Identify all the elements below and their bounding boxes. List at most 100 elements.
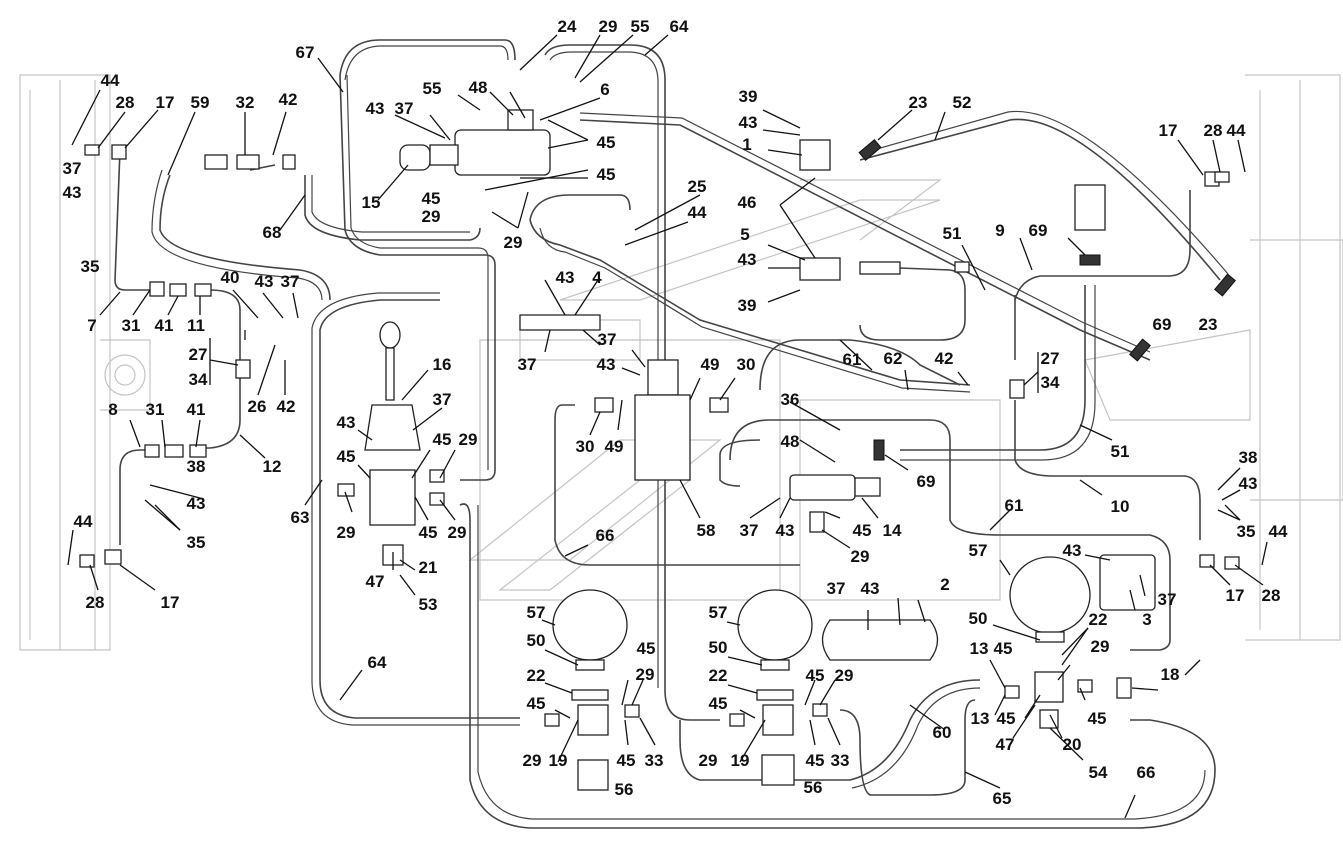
callout-43: 43	[861, 579, 880, 598]
callout-61: 61	[1005, 496, 1024, 515]
callout-48: 48	[781, 432, 800, 451]
cap-56-left	[577, 759, 609, 791]
fitting-31a	[149, 281, 165, 297]
fitting-12-end	[189, 444, 207, 458]
fitting-28b	[1214, 171, 1230, 183]
callout-59: 59	[191, 93, 210, 112]
fitting-29j	[1077, 679, 1093, 693]
fitting-69-low	[873, 439, 885, 461]
bracket-3	[1099, 554, 1156, 611]
callout-43: 43	[255, 272, 274, 291]
callout-37: 37	[1158, 590, 1177, 609]
callout-33: 33	[831, 751, 850, 770]
fitting-41b	[164, 444, 184, 458]
callout-45: 45	[709, 694, 728, 713]
fitting-17c	[104, 549, 122, 565]
callout-45: 45	[1088, 709, 1107, 728]
callout-56: 56	[615, 780, 634, 799]
callout-45: 45	[806, 666, 825, 685]
callout-22: 22	[527, 666, 546, 685]
accumulator-neck-left	[575, 659, 605, 671]
callout-29: 29	[459, 430, 478, 449]
fitting-32	[236, 154, 260, 170]
callout-40: 40	[221, 268, 240, 287]
callout-22: 22	[709, 666, 728, 685]
callout-64: 64	[670, 17, 689, 36]
callout-29: 29	[448, 523, 467, 542]
callout-33: 33	[645, 751, 664, 770]
fitting-28d	[1224, 556, 1240, 570]
callout-29: 29	[1091, 637, 1110, 656]
callout-44: 44	[1227, 121, 1246, 140]
callout-18: 18	[1161, 665, 1180, 684]
callout-49: 49	[701, 355, 720, 374]
callout-37: 37	[63, 159, 82, 178]
callout-45: 45	[597, 133, 616, 152]
hose-end-23-top	[858, 139, 882, 161]
lever-knob-16	[379, 321, 401, 349]
callout-29: 29	[851, 547, 870, 566]
callout-44: 44	[688, 203, 707, 222]
fitting-54	[1039, 709, 1059, 729]
tubes	[114, 39, 1229, 829]
callout-56: 56	[804, 778, 823, 797]
callout-43: 43	[776, 521, 795, 540]
callout-42: 42	[277, 397, 296, 416]
callout-45: 45	[806, 751, 825, 770]
callout-17: 17	[156, 93, 175, 112]
bracket-4	[519, 314, 601, 331]
callout-43: 43	[187, 494, 206, 513]
fitting-17d	[1199, 554, 1215, 568]
callout-39: 39	[739, 87, 758, 106]
valve-block-15	[454, 129, 551, 176]
callout-66: 66	[596, 526, 615, 545]
callout-61: 61	[843, 350, 862, 369]
accumulator-neck-mid	[760, 659, 790, 671]
fitting-29g	[809, 511, 825, 533]
callout-41: 41	[155, 316, 174, 335]
callout-37: 37	[433, 390, 452, 409]
callout-44: 44	[101, 71, 120, 90]
callout-11: 11	[187, 316, 205, 335]
callout-43: 43	[556, 268, 575, 287]
valve-14	[789, 474, 856, 501]
fitting-28a	[84, 144, 100, 156]
callout-43: 43	[1239, 474, 1258, 493]
callout-29: 29	[699, 751, 718, 770]
callout-69: 69	[1153, 315, 1172, 334]
callout-45: 45	[997, 709, 1016, 728]
callout-24: 24	[558, 17, 577, 36]
callout-69: 69	[1029, 221, 1048, 240]
callout-21: 21	[419, 558, 438, 577]
callout-43: 43	[738, 250, 757, 269]
callout-51: 51	[1111, 442, 1130, 461]
callout-6: 6	[600, 80, 609, 99]
callout-37: 37	[518, 355, 537, 374]
filter-body-58	[634, 394, 691, 481]
callout-38: 38	[187, 457, 206, 476]
callout-5: 5	[740, 225, 749, 244]
callout-28: 28	[1262, 586, 1281, 605]
callout-9: 9	[995, 221, 1004, 240]
callout-34: 34	[1041, 373, 1060, 392]
callout-37: 37	[740, 521, 759, 540]
callout-29: 29	[523, 751, 542, 770]
callout-1: 1	[742, 135, 751, 154]
callout-46: 46	[738, 193, 757, 212]
callout-48: 48	[469, 78, 488, 97]
fitting-29l	[729, 713, 745, 727]
valve-knob-15	[399, 144, 431, 171]
fitting-69-mid	[1129, 338, 1151, 362]
lever-boot-16	[364, 404, 421, 451]
callout-38: 38	[1239, 448, 1258, 467]
callout-16: 16	[433, 355, 452, 374]
fitting-block-5	[859, 261, 901, 275]
callout-55: 55	[423, 79, 442, 98]
callout-35: 35	[1237, 522, 1256, 541]
fitting-31b	[144, 444, 160, 458]
callout-7: 7	[87, 316, 96, 335]
callout-45: 45	[597, 165, 616, 184]
tee-18	[1116, 677, 1132, 699]
callout-42: 42	[935, 349, 954, 368]
